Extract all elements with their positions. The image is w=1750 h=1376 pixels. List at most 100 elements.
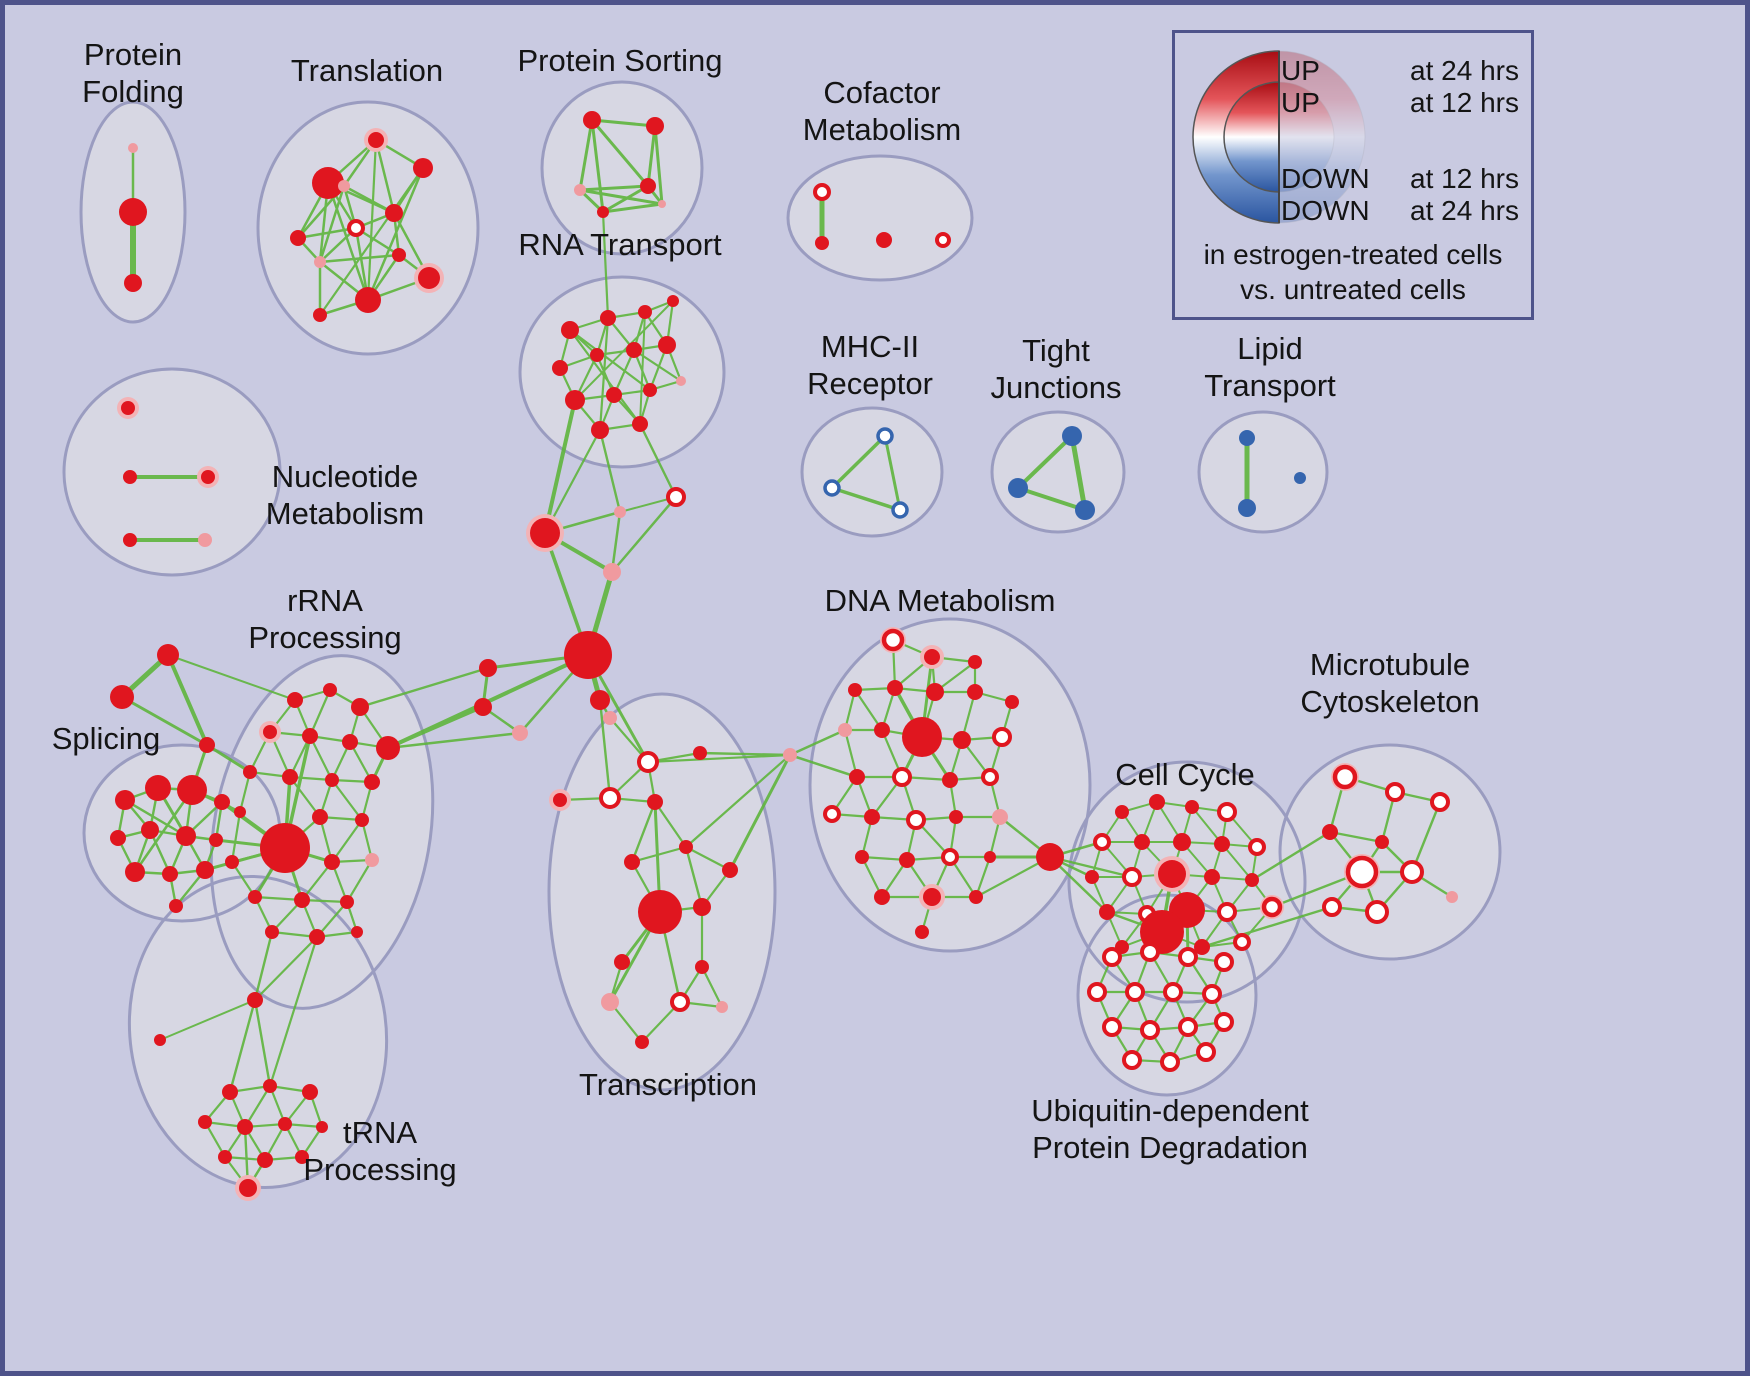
network-edge — [228, 998, 257, 1094]
network-edge — [684, 845, 704, 909]
network-edge — [308, 734, 334, 782]
network-node — [1322, 824, 1338, 840]
network-node — [287, 692, 303, 708]
network-edge — [612, 348, 636, 397]
network-node — [1239, 430, 1255, 446]
network-node — [1261, 896, 1283, 918]
label-line: Protein Sorting — [517, 43, 723, 78]
network-node — [234, 806, 246, 818]
network-edge — [386, 731, 522, 750]
cluster-ellipse-outline — [808, 617, 1092, 953]
network-edge — [253, 930, 274, 1002]
network-node — [247, 992, 263, 1008]
network-node — [1075, 500, 1095, 520]
network-node — [1178, 947, 1198, 967]
label-line: Folding — [82, 74, 184, 109]
label-line: Cell Cycle — [1115, 757, 1255, 792]
network-node — [992, 727, 1012, 747]
cluster-ellipse-outline — [990, 410, 1126, 534]
network-node — [967, 684, 983, 700]
network-node — [923, 888, 941, 906]
network-node — [693, 746, 707, 760]
network-edge — [386, 705, 485, 750]
network-edge — [598, 428, 622, 514]
network-node — [278, 1117, 292, 1131]
legend-caption-line: vs. untreated cells — [1240, 274, 1466, 305]
network-edge — [974, 855, 992, 899]
network-node — [313, 308, 327, 322]
network-node — [603, 711, 617, 725]
network-node — [312, 809, 328, 825]
network-edge — [601, 210, 610, 320]
legend-box: UP at 24 hrs UP at 12 hrs DOWN at 12 hrs… — [1172, 30, 1534, 320]
label-line: Cytoskeleton — [1300, 684, 1480, 719]
network-node — [340, 895, 354, 909]
network-node — [864, 809, 880, 825]
network-node — [376, 736, 400, 760]
network-node — [646, 117, 664, 135]
legend-caption: in estrogen-treated cells vs. untreated … — [1175, 237, 1531, 307]
network-edge — [684, 845, 732, 872]
network-node — [302, 728, 318, 744]
network-node — [355, 813, 369, 827]
network-node — [1062, 426, 1082, 446]
network-node — [643, 383, 657, 397]
network-edge — [653, 800, 688, 849]
network-node — [199, 737, 215, 753]
network-edge — [166, 653, 209, 747]
network-node — [364, 774, 380, 790]
network-node — [263, 725, 277, 739]
network-node — [265, 925, 279, 939]
network-node — [309, 929, 325, 945]
cluster-ellipse-outline — [540, 80, 704, 256]
label-line: DNA Metabolism — [824, 583, 1056, 618]
cluster-label-splicing: Splicing — [52, 720, 161, 757]
network-node — [365, 853, 379, 867]
network-edge — [1410, 800, 1442, 874]
network-edge — [159, 999, 256, 1041]
network-edge — [288, 775, 322, 819]
network-edge — [788, 753, 859, 779]
network-node — [413, 158, 433, 178]
network-node — [1214, 836, 1230, 852]
network-edge — [243, 1084, 272, 1129]
network-node — [1173, 833, 1191, 851]
network-node — [813, 183, 831, 201]
network-node — [783, 748, 797, 762]
network-edge — [788, 728, 847, 757]
network-node — [338, 180, 350, 192]
legend-direction: DOWN — [1281, 163, 1370, 194]
legend-row-up-24: UP at 24 hrs — [1281, 55, 1519, 87]
network-node — [479, 659, 497, 677]
cluster-ellipse-outline — [62, 367, 282, 577]
network-node — [314, 256, 326, 268]
legend-time: at 24 hrs — [1410, 195, 1519, 226]
legend-row-up-12: UP at 12 hrs — [1281, 87, 1519, 119]
network-node — [282, 769, 298, 785]
network-node — [119, 198, 147, 226]
network-node — [1160, 1052, 1180, 1072]
network-node — [1375, 835, 1389, 849]
network-node — [530, 518, 560, 548]
network-node — [590, 348, 604, 362]
network-node — [237, 1119, 253, 1135]
network-node — [1185, 800, 1199, 814]
cluster-ellipse — [788, 156, 972, 280]
network-node — [110, 685, 134, 709]
network-node — [1140, 1020, 1160, 1040]
cluster-ellipse-outline — [786, 154, 974, 282]
network-node — [128, 143, 138, 153]
network-node — [351, 926, 363, 938]
network-edge — [578, 184, 650, 192]
network-node — [626, 342, 642, 358]
network-node — [355, 287, 381, 313]
network-node — [290, 230, 306, 246]
network-node — [512, 725, 528, 741]
network-node — [564, 631, 612, 679]
cluster-ellipse — [129, 876, 387, 1188]
network-node — [638, 305, 652, 319]
label-line: Ubiquitin-dependent — [1031, 1093, 1309, 1128]
network-node — [1163, 982, 1183, 1002]
network-edge — [684, 753, 792, 849]
cluster-ellipse-outline — [547, 692, 777, 1092]
